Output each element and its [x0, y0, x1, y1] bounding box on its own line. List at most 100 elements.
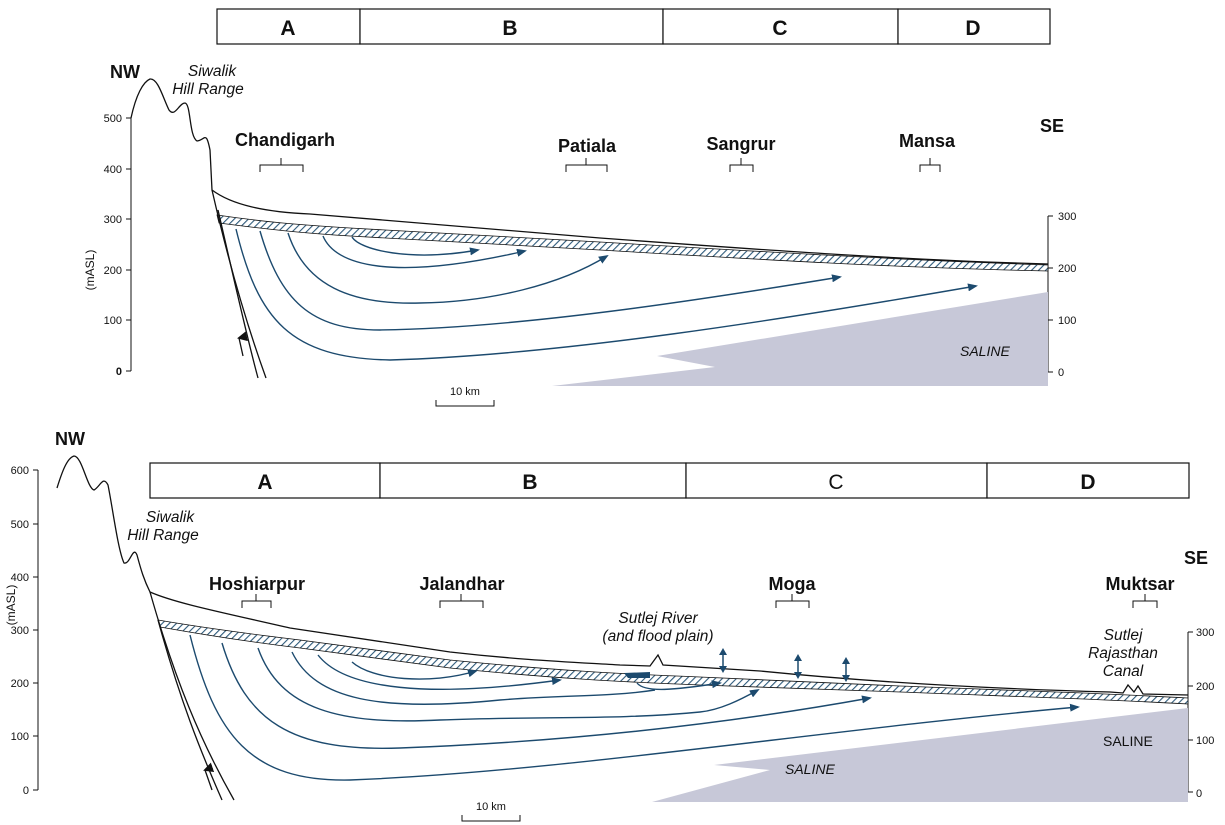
vertical-arrow-1-heads [719, 648, 727, 673]
top-fault-line [211, 189, 267, 379]
bottom-fault-line-inner [157, 619, 223, 801]
bottom-flow-line-3 [291, 651, 656, 706]
top-nw-label: NW [110, 62, 140, 82]
bottom-right-axis: 300 200 100 0 [1187, 627, 1214, 800]
bottom-saline-label-right: SALINE [1103, 733, 1153, 749]
bottom-fault-arrow [203, 762, 215, 791]
bottom-left-tick-200: 200 [11, 678, 29, 690]
top-zone-c-label: C [772, 17, 787, 40]
top-flow-line-3 [287, 232, 609, 304]
bottom-zone-d-label: D [1080, 471, 1095, 494]
bottom-flow-line-1 [351, 661, 478, 680]
bottom-y-axis-title: (mASL) [4, 585, 18, 626]
bottom-hill-label-line2: Hill Range [127, 527, 199, 544]
bottom-left-tick-400: 400 [11, 572, 29, 584]
bottom-zone-a-label: A [257, 471, 272, 494]
top-fault-arrow [237, 331, 248, 357]
bottom-scale-bar [461, 815, 521, 822]
top-zone-d-box [897, 8, 1051, 45]
top-zone-b-box [359, 8, 664, 45]
river-water [624, 672, 650, 678]
bottom-flow-line-4 [636, 680, 722, 691]
vertical-arrow-2-heads [794, 654, 802, 679]
top-city-mansa: Mansa [899, 131, 956, 151]
top-scale-bar [435, 400, 495, 407]
top-aquitard-layer [216, 214, 1049, 272]
top-saline-wedge [552, 292, 1048, 386]
bottom-city-bracket-jalandhar [439, 594, 484, 608]
bottom-flow-line-2 [317, 654, 562, 690]
bottom-city-jalandhar: Jalandhar [419, 574, 504, 594]
top-left-tick-500: 500 [104, 113, 122, 125]
river-label-line1: Sutlej River [618, 610, 698, 627]
top-city-sangrur: Sangrur [706, 134, 775, 154]
bottom-flow-line-7 [189, 634, 1080, 781]
top-cross-section: A B C D NW SE Siwalik Hill Range Chandig… [83, 8, 1076, 407]
bottom-scale-label: 10 km [476, 801, 506, 813]
bottom-city-bracket-muktsar [1132, 594, 1158, 608]
top-hill-label-line2: Hill Range [172, 81, 244, 98]
top-flow-line-1 [351, 236, 480, 256]
top-flow-line-5 [235, 228, 978, 361]
top-city-bracket-chandigarh [259, 158, 304, 172]
top-city-bracket-sangrur [729, 158, 754, 172]
top-right-tick-200: 200 [1058, 263, 1076, 275]
bottom-city-moga: Moga [769, 574, 817, 594]
bottom-left-tick-0: 0 [23, 785, 29, 797]
top-zone-a-box [216, 8, 361, 45]
bottom-zone-c-label: C [828, 471, 843, 494]
bottom-saline-wedge [652, 708, 1188, 802]
vertical-arrow-3-heads [842, 657, 850, 682]
top-se-label: SE [1040, 116, 1064, 136]
top-zone-a-label: A [280, 17, 295, 40]
bottom-flow-line-5 [257, 647, 760, 722]
bottom-left-tick-500: 500 [11, 519, 29, 531]
bottom-zone-bar: A B C D [149, 462, 1190, 499]
bottom-left-tick-600: 600 [11, 465, 29, 477]
bottom-hill-label-line1: Siwalik [146, 509, 195, 526]
top-zone-b-label: B [502, 17, 517, 40]
top-left-axis: 500 400 300 200 100 0 (mASL) [83, 113, 132, 378]
bottom-saline-label-inner: SALINE [785, 761, 835, 777]
bottom-cross-section: A B C D NW SE Siwalik Hill Range Hoshiar… [4, 429, 1214, 822]
bottom-zone-d-box [986, 462, 1190, 499]
top-right-tick-300: 300 [1058, 211, 1076, 223]
top-city-bracket-mansa [919, 158, 941, 172]
bottom-right-tick-300: 300 [1196, 627, 1214, 639]
canal-label-line1: Sutlej [1104, 627, 1143, 644]
bottom-zone-a-box [149, 462, 381, 499]
bottom-left-axis: 600 500 400 300 200 100 0 (mASL) [4, 465, 39, 797]
canal-label-line2: Rajasthan [1088, 645, 1158, 662]
top-zone-bar: A B C D [216, 8, 1051, 45]
top-flow-line-2 [322, 235, 527, 269]
top-left-tick-400: 400 [104, 164, 122, 176]
top-left-tick-200: 200 [104, 265, 122, 277]
top-terrain-surface [130, 78, 1049, 265]
canal-label-line3: Canal [1103, 663, 1144, 680]
top-city-patiala: Patiala [558, 136, 617, 156]
top-zone-d-label: D [965, 17, 980, 40]
bottom-city-hoshiarpur: Hoshiarpur [209, 574, 305, 594]
bottom-right-tick-100: 100 [1196, 735, 1214, 747]
bottom-right-tick-200: 200 [1196, 681, 1214, 693]
top-left-tick-100: 100 [104, 315, 122, 327]
top-left-tick-300: 300 [104, 214, 122, 226]
bottom-flow-line-6 [221, 642, 872, 750]
top-left-tick-0: 0 [116, 366, 122, 378]
bottom-city-bracket-hoshiarpur [241, 594, 272, 608]
top-city-chandigarh: Chandigarh [235, 130, 335, 150]
top-saline-label: SALINE [960, 343, 1010, 359]
bottom-nw-label: NW [55, 429, 85, 449]
bottom-zone-b-label: B [522, 471, 537, 494]
top-right-tick-100: 100 [1058, 315, 1076, 327]
bottom-left-tick-300: 300 [11, 625, 29, 637]
vertical-exchange-arrows [719, 648, 850, 682]
top-y-axis-title: (mASL) [83, 250, 97, 291]
top-flow-line-4 [259, 230, 842, 331]
bottom-city-muktsar: Muktsar [1105, 574, 1174, 594]
top-scale-label: 10 km [450, 386, 480, 398]
top-right-axis: 300 200 100 0 [1047, 211, 1076, 379]
top-fault-line-inner [217, 209, 259, 379]
top-right-tick-0: 0 [1058, 367, 1064, 379]
